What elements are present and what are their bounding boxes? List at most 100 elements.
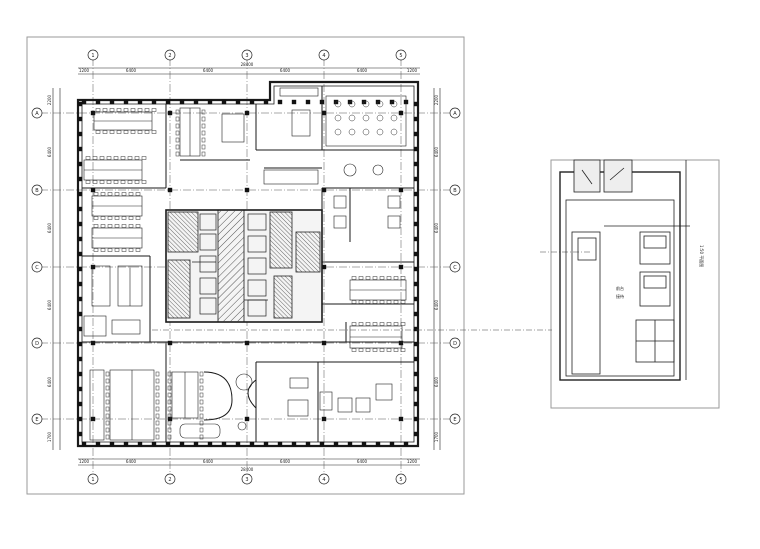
column-marker: [193, 99, 199, 105]
axis-bubble-col: [87, 49, 99, 61]
chair-symbol: [175, 130, 180, 136]
column-marker: [221, 99, 227, 105]
column-marker: [109, 441, 115, 447]
chair-symbol: [137, 108, 143, 112]
column-marker: [347, 441, 353, 447]
column-marker: [413, 221, 419, 227]
chair-symbol: [155, 406, 160, 412]
column-marker: [77, 236, 83, 242]
axis-bubble-row: [449, 184, 461, 196]
dim-bottom-4: 6400: [280, 459, 291, 464]
column-marker: [77, 401, 83, 407]
chair-symbol: [199, 406, 204, 412]
chair-symbol: [199, 385, 204, 391]
column-marker: [90, 187, 96, 193]
chair-symbol: [116, 130, 122, 134]
dim-bottom-2: 6400: [126, 459, 137, 464]
column-marker: [167, 340, 173, 346]
column-marker: [413, 161, 419, 167]
chair-symbol: [144, 108, 150, 112]
dim-top-4: 6400: [280, 68, 291, 73]
chair-symbol: [137, 130, 143, 134]
column-marker: [77, 431, 83, 437]
column-marker: [291, 99, 297, 105]
chair-symbol: [199, 399, 204, 405]
chair-symbol: [400, 322, 406, 326]
column-marker: [77, 371, 83, 377]
dim-right-3: 6400: [434, 222, 439, 233]
chair-symbol: [121, 216, 127, 220]
column-marker: [305, 441, 311, 447]
chair-symbols: [85, 100, 406, 440]
chair-symbol: [127, 180, 133, 184]
column-marker: [413, 266, 419, 272]
chair-symbol: [105, 392, 110, 398]
chair-symbol: [130, 130, 136, 134]
axis-bubble-row: [449, 107, 461, 119]
chair-symbol: [175, 123, 180, 129]
chair-symbol: [201, 116, 206, 122]
chair-symbol: [201, 109, 206, 115]
chair-symbol: [199, 434, 204, 440]
chair-symbol: [201, 137, 206, 143]
chair-symbol: [155, 427, 160, 433]
chair-symbol: [114, 216, 120, 220]
column-marker: [244, 110, 250, 116]
axis-bubble-col: [164, 473, 176, 485]
chair-symbol: [362, 128, 370, 136]
dimension-line-left: [52, 88, 61, 450]
chair-symbol: [365, 276, 371, 280]
column-marker: [321, 187, 327, 193]
chair-symbol: [167, 392, 172, 398]
chair-symbol: [105, 420, 110, 426]
column-marker: [167, 187, 173, 193]
dim-top-3: 6400: [203, 68, 214, 73]
chair-symbol: [93, 248, 99, 252]
chair-symbol: [155, 371, 160, 377]
chair-symbol: [128, 192, 134, 196]
column-marker: [77, 386, 83, 392]
chair-symbol: [155, 413, 160, 419]
axis-bubble-label: 5: [399, 477, 402, 483]
chair-symbol: [351, 300, 357, 304]
chair-symbol: [390, 114, 398, 122]
chair-symbol: [393, 276, 399, 280]
axis-bubble-col: [318, 473, 330, 485]
axis-bubble-label: 4: [322, 477, 325, 483]
chair-symbol: [400, 300, 406, 304]
chair-symbol: [386, 348, 392, 352]
column-marker: [413, 386, 419, 392]
axis-bubble-row: [31, 413, 43, 425]
chair-symbol: [100, 248, 106, 252]
column-marker: [207, 99, 213, 105]
axis-bubble-row: [31, 337, 43, 349]
chair-symbol: [358, 322, 364, 326]
dim-bottom-6: 1200: [407, 459, 418, 464]
chair-symbol: [121, 192, 127, 196]
column-marker: [77, 296, 83, 302]
axis-bubble-row: [31, 184, 43, 196]
axis-bubble-label: E: [453, 417, 456, 423]
axis-bubble-label: A: [453, 111, 457, 117]
column-marker: [413, 296, 419, 302]
column-marker: [389, 441, 395, 447]
chair-symbol: [155, 378, 160, 384]
chair-symbol: [175, 109, 180, 115]
chair-symbol: [155, 420, 160, 426]
column-marker: [244, 416, 250, 422]
dimension-line-bottom: [78, 458, 420, 466]
chair-symbol: [105, 385, 110, 391]
chair-symbol: [134, 180, 140, 184]
dim-top-1: 1200: [79, 68, 90, 73]
chair-symbol: [93, 216, 99, 220]
detail-sheet-frame: [550, 159, 720, 409]
column-marker: [291, 441, 297, 447]
chair-symbol: [351, 276, 357, 280]
chair-symbol: [144, 130, 150, 134]
dim-left-3: 6400: [47, 222, 52, 233]
column-marker: [95, 441, 101, 447]
chair-symbol: [199, 427, 204, 433]
column-marker: [77, 101, 83, 107]
chair-symbol: [175, 137, 180, 143]
chair-symbol: [99, 180, 105, 184]
